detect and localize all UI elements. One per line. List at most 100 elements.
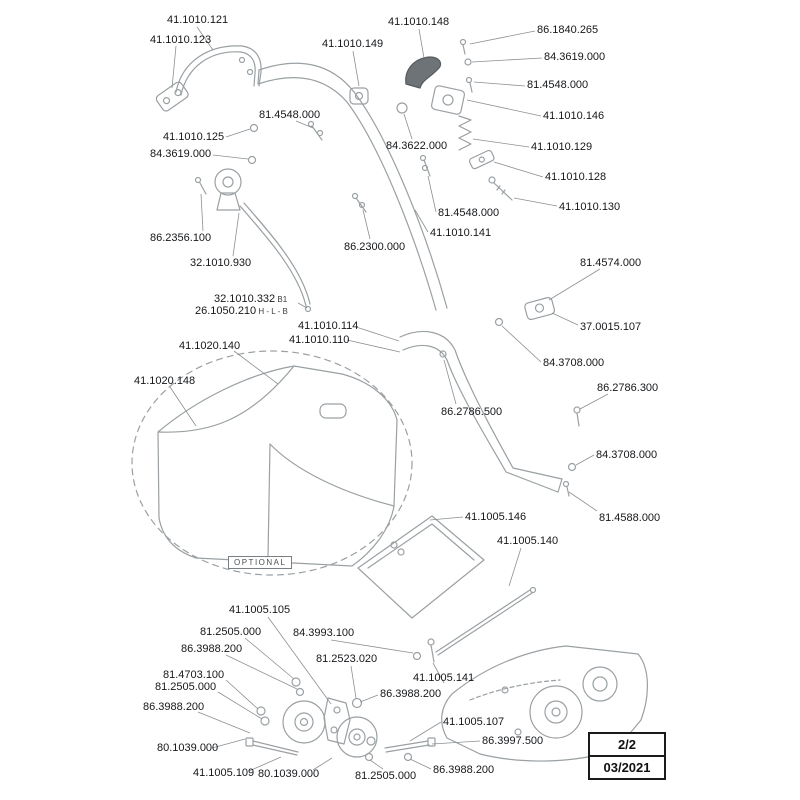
page-info-box: 2/2 03/2021 (588, 732, 666, 780)
part-number-label: 41.1010.123 (150, 34, 212, 46)
part-number-label: 86.2786.500 (441, 406, 503, 418)
part-front-wheel (282, 700, 326, 744)
part-screw-icon (459, 38, 467, 55)
part-grip-bracket (155, 81, 189, 112)
part-bolt-icon (427, 638, 435, 663)
leader-lines (169, 26, 609, 772)
part-number-label: 41.1010.130 (559, 201, 621, 213)
part-nut-icon (412, 651, 422, 661)
part-washer-icon (295, 687, 305, 697)
part-number-label: 41.1020.140 (179, 340, 241, 352)
part-wheel-bracket (323, 697, 351, 745)
part-number-label: 84.3619.000 (544, 51, 606, 63)
part-number-label: 86.3988.200 (433, 764, 495, 776)
part-washer-icon (494, 317, 504, 327)
part-number-label: 86.2356.100 (150, 232, 212, 244)
part-number-label: 41.1005.146 (465, 511, 527, 523)
part-washer-icon (567, 462, 577, 472)
part-screw-icon (351, 192, 367, 213)
part-number-label: 86.3988.200 (181, 643, 243, 655)
part-number-label: 41.1010.149 (322, 38, 384, 50)
part-washer-icon (256, 706, 266, 716)
part-number-label: 41.1005.140 (497, 535, 559, 547)
part-number-label: 81.4548.000 (438, 207, 500, 219)
part-number-label: 41.1005.105 (229, 604, 291, 616)
part-number-label: 81.2523.020 (316, 653, 378, 665)
part-rear-door (357, 515, 485, 619)
part-number-label: 80.1039.000 (157, 742, 219, 754)
part-screw-icon (194, 176, 207, 195)
part-number-label: 41.1005.109 (193, 767, 255, 779)
part-number-suffix: H - L - B (256, 307, 288, 316)
part-number-label: 41.1010.128 (545, 171, 607, 183)
part-handle-bracket (524, 297, 556, 321)
part-number-label: 81.4588.000 (599, 512, 661, 524)
part-number-label: 41.1010.129 (531, 141, 593, 153)
part-number-label: 86.3988.200 (143, 701, 205, 713)
part-number-label: 80.1039.000 (258, 768, 320, 780)
part-spring (458, 115, 472, 151)
part-number-label: 32.1010.930 (190, 257, 252, 269)
part-screw-icon (465, 76, 473, 93)
part-rod (435, 586, 537, 656)
part-number-label: 86.2786.300 (597, 382, 659, 394)
part-lower-handle-tube (399, 330, 563, 493)
part-number-label: 81.4548.000 (527, 79, 589, 91)
part-washer-icon (464, 58, 472, 66)
part-number-label: 41.1010.148 (388, 16, 450, 28)
part-grass-bag (157, 365, 398, 567)
part-number-label: 41.1005.107 (443, 716, 505, 728)
part-number-label: 84.3708.000 (543, 357, 605, 369)
part-number-label: 81.2505.000 (355, 770, 417, 782)
part-screw-icon (562, 480, 570, 497)
part-number-label: 41.1010.121 (167, 14, 229, 26)
part-number-label: 41.1010.114 (298, 320, 359, 332)
part-number-label: 84.3619.000 (150, 148, 212, 160)
part-screw-icon (419, 154, 431, 177)
part-washer-icon (247, 155, 257, 165)
part-number-label: 84.3708.000 (596, 449, 658, 461)
part-screw-icon (307, 120, 323, 141)
sheet-date: 03/2021 (603, 760, 651, 775)
part-cable-clamp (349, 87, 369, 105)
part-number-suffix: B1 (275, 295, 288, 304)
part-number-label: 41.1010.141 (430, 227, 492, 239)
part-number-label: 84.3622.000 (386, 140, 448, 152)
part-washer-icon (364, 752, 374, 762)
part-number-label: 41.1020.148 (134, 375, 196, 387)
part-washer-icon (403, 752, 413, 762)
part-front-wheel (336, 716, 378, 758)
part-bushing-icon (351, 697, 363, 709)
part-number-label: 81.4548.000 (259, 109, 321, 121)
part-number-label: 41.1005.141 (413, 672, 475, 684)
part-washer-icon (291, 677, 301, 687)
part-number-label: 41.1010.146 (543, 110, 605, 122)
part-number-label: 86.3997.500 (482, 735, 544, 747)
part-height-knob (214, 168, 242, 211)
part-number-label: 81.4574.000 (580, 257, 642, 269)
part-long-screw (488, 176, 513, 201)
part-bowden-cable (239, 202, 312, 313)
part-mower-deck (441, 645, 649, 762)
part-number-label: 81.4703.100 (163, 669, 225, 681)
optional-tag: OPTIONAL (228, 556, 293, 569)
part-knob-icon (396, 102, 408, 114)
part-switch-box (430, 85, 466, 115)
part-number-label: 84.3993.100 (293, 627, 355, 639)
part-number-label: 86.2300.000 (344, 241, 406, 253)
optional-region-outline (131, 350, 413, 576)
part-number-label: 81.2505.000 (200, 626, 262, 638)
part-number-label: 81.2505.000 (155, 681, 217, 693)
part-upper-handle-tube (257, 62, 448, 311)
part-number-label: 26.1050.210 H - L - B (195, 305, 288, 317)
part-nut-icon (249, 123, 259, 133)
sheet-number: 2/2 (590, 734, 664, 757)
part-axle-bolt (384, 737, 436, 753)
part-washer-icon (260, 716, 270, 726)
part-washer-icon (366, 736, 376, 746)
part-axle-bolt (245, 737, 299, 756)
part-number-label: 86.3988.200 (380, 688, 442, 700)
part-number-label: 37.0015.107 (580, 321, 642, 333)
